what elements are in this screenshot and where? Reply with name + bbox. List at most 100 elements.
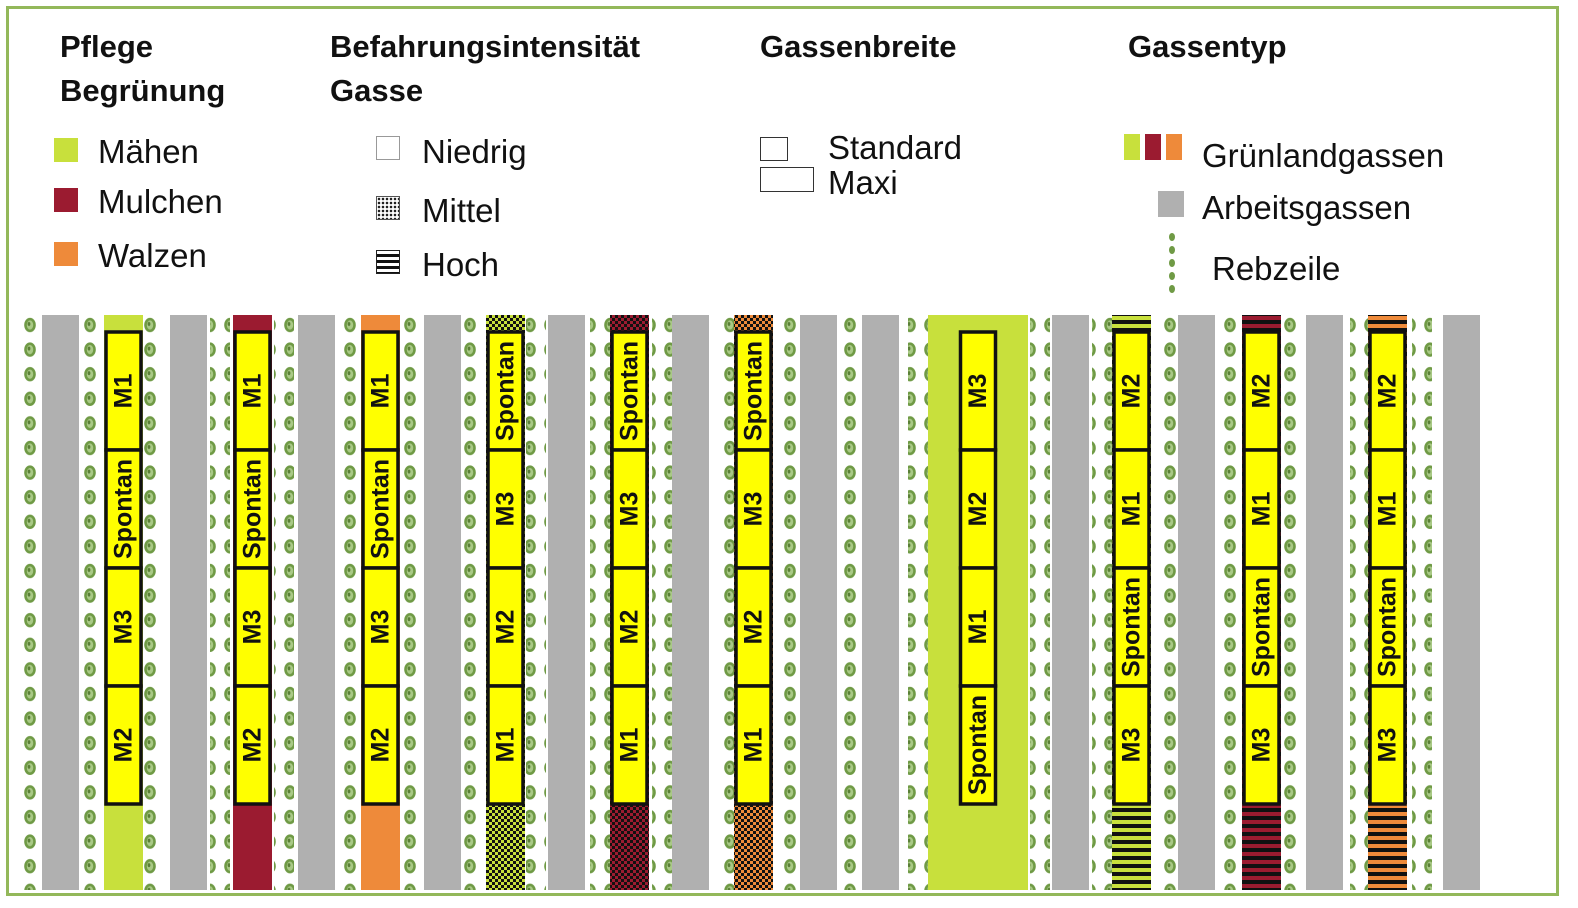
module-rect [104, 330, 143, 452]
module-box: M1 [233, 330, 272, 452]
module-label: M1 [616, 728, 644, 763]
module-box: M3 [486, 448, 525, 570]
module-label: M2 [616, 610, 644, 645]
arbeitsgasse-3 [298, 315, 335, 890]
module-rect [361, 684, 400, 806]
module-label: Spontan [239, 459, 267, 559]
legend-item-standard: Standard [828, 129, 962, 166]
rebzeile-9 [526, 315, 546, 890]
module-box: Spontan [361, 448, 400, 570]
swatch-gruenland-walzen [1166, 134, 1182, 160]
module-label: M2 [1118, 374, 1146, 409]
legend-item-maehen: Mähen [98, 133, 199, 170]
module-box: M3 [958, 330, 998, 452]
arbeitsgasse-10 [1178, 315, 1215, 890]
legend-title-gassentyp: Gassentyp [1128, 29, 1287, 64]
module-label: M2 [1374, 374, 1402, 409]
module-box: M2 [233, 684, 272, 806]
legend-item-gruenlandgassen: Grünlandgassen [1202, 137, 1445, 174]
arbeitsgasse-5 [548, 315, 585, 890]
module-label: M1 [1374, 492, 1402, 527]
module-rect [1368, 684, 1407, 806]
rebzeile-18 [1156, 315, 1176, 890]
module-label: M3 [740, 492, 768, 527]
swatch-hoch [376, 250, 400, 274]
module-box: M2 [1242, 330, 1281, 452]
legend-title-befahrung: Befahrungsintensität Gasse [330, 25, 640, 113]
arbeitsgasse-1 [42, 315, 79, 890]
module-label: M3 [964, 374, 992, 409]
module-label: M1 [239, 374, 267, 409]
module-rect [1368, 448, 1407, 570]
rebzeile-1 [22, 315, 42, 890]
arbeitsgasse-11 [1306, 315, 1343, 890]
swatch-standard [760, 137, 788, 161]
module-rect [958, 330, 998, 452]
rebzeile-4 [210, 315, 230, 890]
module-label: M1 [492, 728, 520, 763]
module-box: M1 [104, 330, 143, 452]
module-rect [486, 448, 525, 570]
module-box: M3 [734, 448, 773, 570]
module-box: M1 [958, 566, 998, 688]
module-label: M2 [367, 728, 395, 763]
swatch-arbeitsgassen [1158, 191, 1184, 217]
module-box: M2 [1112, 330, 1151, 452]
arbeitsgasse-7 [800, 315, 837, 890]
module-label: M1 [1248, 492, 1276, 527]
module-label: M1 [740, 728, 768, 763]
swatch-mulchen [54, 188, 78, 212]
module-label: Spontan [616, 341, 644, 441]
rebzeile-15 [908, 315, 928, 890]
rebzeile-16 [1030, 315, 1050, 890]
module-label: M2 [964, 492, 992, 527]
module-label: M2 [239, 728, 267, 763]
module-box: M2 [361, 684, 400, 806]
rebzeile-14 [838, 315, 858, 890]
legend-item-maxi: Maxi [828, 164, 898, 201]
module-rect [104, 684, 143, 806]
module-rect [1242, 330, 1281, 452]
module-box: M2 [486, 566, 525, 688]
module-rect [734, 684, 773, 806]
module-label: Spontan [1374, 577, 1402, 677]
rebzeile-10 [590, 315, 610, 890]
module-label: M3 [616, 492, 644, 527]
module-box: M1 [1368, 448, 1407, 570]
module-label: M1 [1118, 492, 1146, 527]
rebzeile-22 [1412, 315, 1432, 890]
rebzeile-6 [340, 315, 360, 890]
module-label: M3 [1374, 728, 1402, 763]
arbeitsgasse-12 [1443, 315, 1480, 890]
module-rect [1242, 684, 1281, 806]
legend-title-pflege-line1: Pflege [60, 29, 154, 64]
arbeitsgasse-4 [424, 315, 461, 890]
module-label: Spontan [1248, 577, 1276, 677]
arbeitsgassen-layer [42, 315, 1480, 890]
module-box: M2 [104, 684, 143, 806]
module-label: Spontan [367, 459, 395, 559]
module-label: M3 [367, 610, 395, 645]
module-label: M1 [367, 374, 395, 409]
module-rect [958, 684, 998, 806]
module-rect [1242, 566, 1281, 688]
swatch-maehen [54, 138, 78, 162]
module-rect [486, 566, 525, 688]
module-box: M3 [233, 566, 272, 688]
module-rect [734, 566, 773, 688]
legend-title-pflege: Pflege Begrünung [60, 25, 225, 113]
arbeitsgasse-8 [862, 315, 899, 890]
swatch-gruenland-maehen [1124, 134, 1140, 160]
gruenlandgassen-layer: M1SpontanM3M2M1SpontanM3M2M1SpontanM3M2S… [104, 315, 1407, 890]
module-label: M3 [110, 610, 138, 645]
module-label: Spontan [1118, 577, 1146, 677]
module-box: Spontan [958, 684, 998, 806]
module-box: Spontan [486, 330, 525, 452]
rebzeilen-layer [22, 315, 1432, 890]
module-box: M3 [610, 448, 649, 570]
